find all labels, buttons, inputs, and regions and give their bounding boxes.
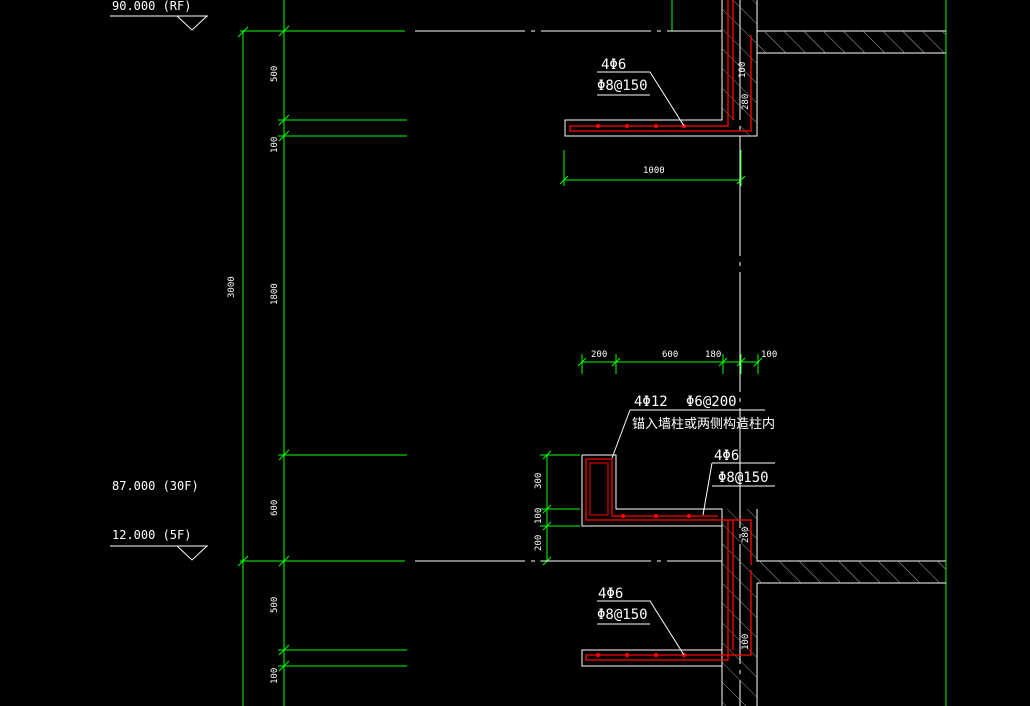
rebar-top-bars: 4Φ6: [601, 57, 626, 73]
dim-top-500: 500: [270, 66, 280, 82]
dim-seg-600: 600: [662, 350, 678, 360]
dim-wall-lower-100: 100: [741, 634, 751, 650]
dim-lower-600: 600: [270, 500, 280, 516]
rebar-bottom-stirrup: Φ8@150: [597, 607, 648, 623]
hatched-slabs: [722, 0, 946, 706]
dim-ledge-300: 300: [534, 473, 544, 489]
dim-bottom-100: 100: [270, 668, 280, 684]
rebar-ledge-stirrup: Φ6@200: [686, 394, 737, 410]
dim-total-3000: 3000: [227, 276, 237, 298]
dim-ledge-100: 100: [534, 508, 544, 524]
level-mid-a-label: 87.000 (30F): [112, 479, 199, 493]
rebar-top-stirrup: Φ8@150: [597, 78, 648, 94]
dim-seg-100: 100: [761, 350, 777, 360]
level-top-label: 90.000 (RF): [112, 0, 191, 13]
dim-wall-upper-280: 280: [741, 94, 751, 110]
dim-ledge-200: 200: [534, 535, 544, 551]
dim-wall-lower-280: 280: [741, 527, 751, 543]
rebar-mid-stirrup: Φ8@150: [718, 470, 769, 486]
dim-top-100: 100: [270, 137, 280, 153]
rebar: [569, 0, 752, 661]
level-markers: [110, 15, 208, 561]
dim-seg-200: 200: [591, 350, 607, 360]
dim-wall-upper-100: 100: [738, 62, 748, 78]
level-mid-b-label: 12.000 (5F): [112, 528, 191, 542]
rebar-mid-bars: 4Φ6: [714, 448, 739, 464]
rebar-ledge-note: 锚入墙柱或两侧构造柱内: [632, 416, 775, 432]
rebar-bottom-bars: 4Φ6: [598, 586, 623, 602]
rebar-ledge-main: 4Φ12: [634, 394, 668, 410]
dim-middle-1800: 1800: [270, 283, 280, 305]
dim-bottom-500: 500: [270, 597, 280, 613]
leader-lines: [597, 71, 775, 656]
structure-outline: [415, 0, 946, 706]
dim-canopy-1000: 1000: [643, 166, 665, 176]
dim-seg-180: 180: [705, 350, 721, 360]
